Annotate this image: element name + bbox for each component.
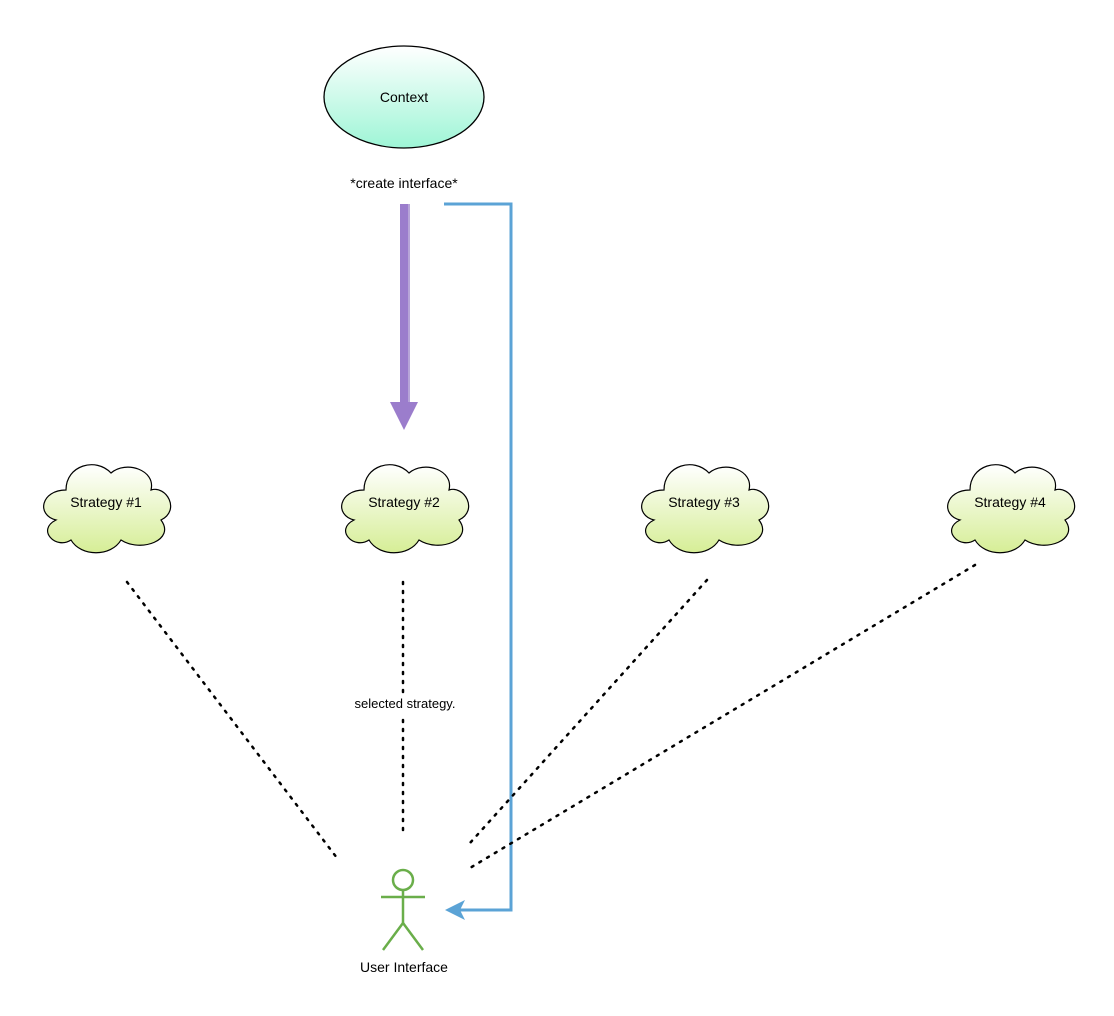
- strategy-label-3: Strategy #3: [668, 494, 740, 510]
- strategy-label-1: Strategy #1: [70, 494, 142, 510]
- strategy-node-2[interactable]: Strategy #2: [341, 464, 470, 554]
- context-label: Context: [380, 89, 428, 105]
- dotted-link-strategy-3: [468, 578, 709, 845]
- dotted-link-strategy-4: [468, 563, 977, 870]
- strategy-node-3[interactable]: Strategy #3: [641, 464, 770, 554]
- strategy-node-1[interactable]: Strategy #1: [43, 464, 172, 554]
- context-to-strategy-arrow: [390, 204, 418, 430]
- user-interface-label: User Interface: [360, 959, 448, 975]
- strategy-label-2: Strategy #2: [368, 494, 440, 510]
- strategy-node-4[interactable]: Strategy #4: [947, 464, 1076, 554]
- interface-to-user-connector: [444, 202, 513, 920]
- create-interface-label: *create interface*: [350, 175, 458, 191]
- dotted-link-strategy-1: [125, 580, 339, 860]
- strategy-label-4: Strategy #4: [974, 494, 1046, 510]
- dotted-links: [125, 563, 977, 870]
- selected-strategy-label: selected strategy.: [355, 696, 456, 711]
- actor-icon: [381, 868, 425, 951]
- user-interface-actor[interactable]: [381, 868, 425, 951]
- context-node[interactable]: Context: [323, 45, 485, 149]
